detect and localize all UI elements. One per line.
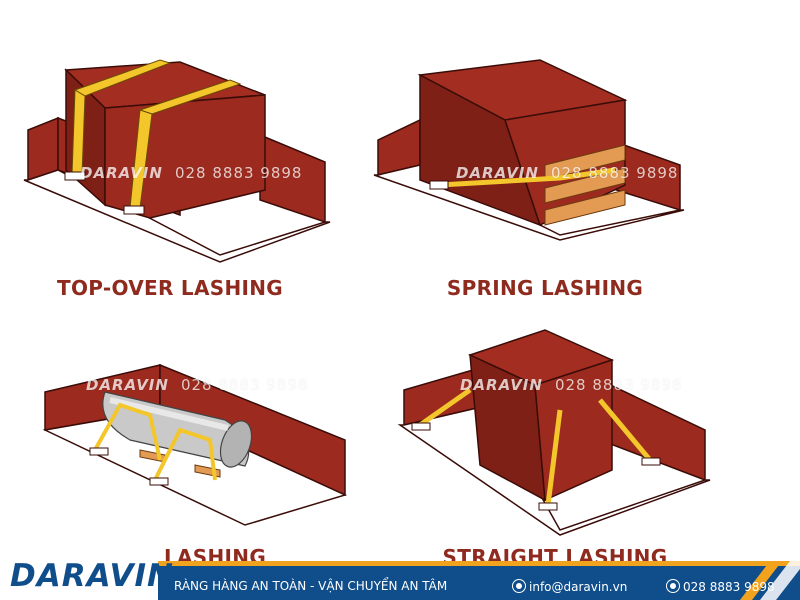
- watermark: DARAVIN 028 8883 9898: [80, 164, 302, 182]
- watermark-phone: 028 8883 9898: [174, 164, 303, 182]
- yellow-strap: [93, 402, 217, 481]
- watermark: DARAVIN 028 8883 9898: [460, 376, 682, 394]
- yellow-strap: [418, 387, 652, 506]
- caption-top-over-lashing: TOP-OVER LASHING: [57, 276, 283, 300]
- email-icon: [512, 579, 526, 593]
- watermark-phone: 028 8883 9898: [180, 376, 309, 394]
- corner-stripes-decoration: [740, 561, 800, 600]
- loop-lashing-illustration: [42, 363, 348, 526]
- footer-phone[interactable]: 028 8883 9898: [666, 579, 775, 594]
- watermark-brand: DARAVIN: [456, 164, 539, 182]
- yellow-strap: [439, 167, 616, 188]
- watermark-brand: DARAVIN: [460, 376, 543, 394]
- footer-accent-stripe: [0, 561, 800, 566]
- yellow-strap: [71, 59, 242, 209]
- watermark: DARAVIN 028 8883 9898: [456, 164, 678, 182]
- footer-email-text: info@daravin.vn: [529, 580, 628, 594]
- caption-straight-lashing: STRAIGHT LASHING: [442, 545, 668, 561]
- caption-spring-lashing: SPRING LASHING: [446, 276, 644, 300]
- footer-phone-text: 028 8883 9898: [683, 580, 775, 594]
- watermark-phone: 028 8883 9898: [550, 164, 679, 182]
- top-over-lashing-illustration: [23, 59, 331, 263]
- watermark-brand: DARAVIN: [80, 164, 163, 182]
- straight-lashing-illustration: [397, 329, 711, 536]
- phone-icon: [666, 579, 680, 593]
- wood-pallet: [544, 144, 626, 226]
- spring-lashing-illustration: [373, 59, 685, 241]
- footer-logo: DARAVIN: [10, 558, 174, 594]
- footer-slogan: RÀNG HÀNG AN TOÀN - VẬN CHUYỂN AN TÂM: [174, 579, 448, 593]
- watermark-brand: DARAVIN: [86, 376, 169, 394]
- watermark-phone: 028 8883 9898: [554, 376, 683, 394]
- watermark: DARAVIN 028 8883 9898: [86, 376, 308, 394]
- caption-loop-lashing: LASHING: [163, 545, 267, 561]
- footer-email[interactable]: info@daravin.vn: [512, 579, 627, 594]
- logo-background: [0, 553, 158, 600]
